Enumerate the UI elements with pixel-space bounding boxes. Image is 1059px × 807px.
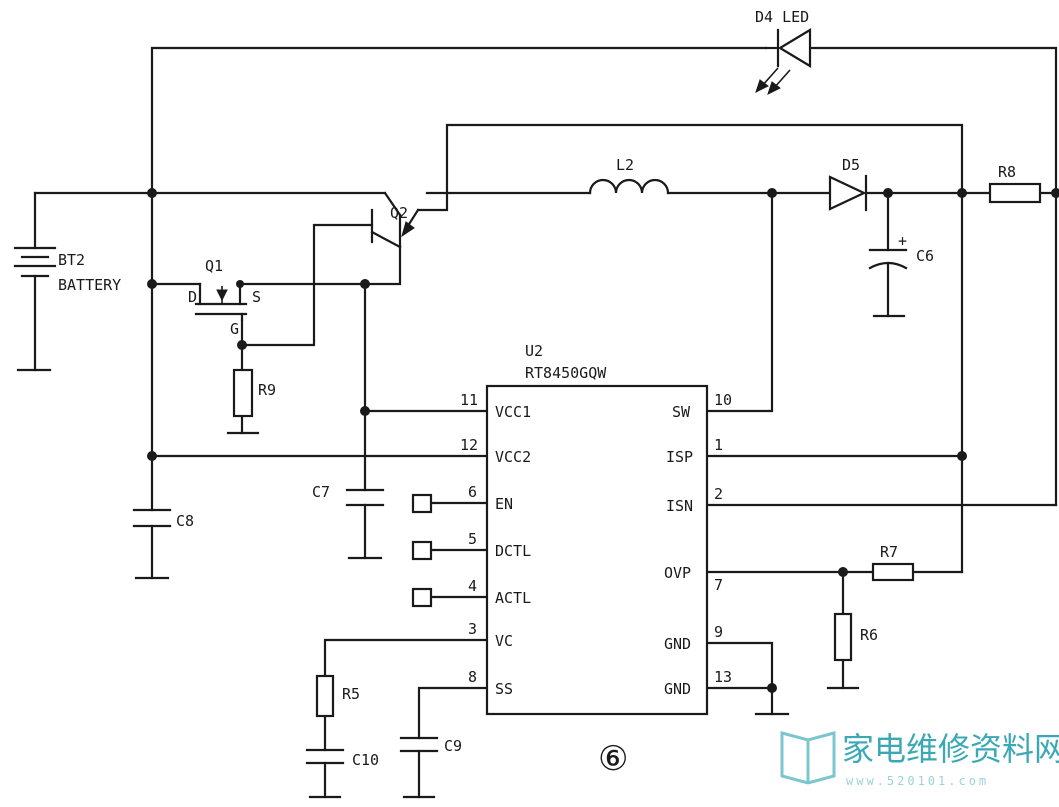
label-r5: R5 — [342, 685, 360, 703]
led-d4 — [755, 28, 812, 95]
label-q1-g: G — [230, 320, 239, 338]
label-c8: C8 — [176, 512, 194, 530]
capacitor-c9 — [399, 736, 439, 753]
ic-ref: U2 — [525, 342, 543, 360]
ic-part-number: RT8450GQW — [525, 364, 607, 382]
pin-num: 6 — [468, 483, 477, 501]
inductor-l2 — [588, 178, 670, 195]
watermark-text: 家电维修资料网 — [842, 730, 1059, 768]
pin-num: 2 — [714, 485, 723, 503]
resistor-r5 — [315, 674, 335, 718]
label-c10: C10 — [352, 751, 379, 769]
label-bt2-ref: BT2 — [58, 251, 85, 269]
capacitor-c6 — [868, 248, 908, 270]
pin-num: 7 — [714, 576, 723, 594]
pin-num: 5 — [468, 530, 477, 548]
label-r8: R8 — [998, 163, 1016, 181]
resistor-r9 — [232, 368, 254, 418]
pin-name: EN — [495, 495, 513, 513]
resistor-r6 — [833, 612, 853, 662]
pin-name: VCC1 — [495, 403, 531, 421]
label-bt2-name: BATTERY — [58, 276, 121, 294]
pin-num: 8 — [468, 668, 477, 686]
pin-name: SW — [672, 403, 691, 421]
pin-box-en — [411, 493, 433, 514]
capacitor-c10 — [305, 748, 345, 765]
book-logo-icon — [780, 731, 836, 785]
junction-dots — [147, 188, 1059, 693]
pin-name: ACTL — [495, 589, 531, 607]
pin-num: 9 — [714, 623, 723, 641]
label-d5: D5 — [842, 156, 860, 174]
label-r7: R7 — [880, 543, 898, 561]
pin-name: ISP — [666, 448, 693, 466]
watermark-url: www.520101.com — [846, 774, 989, 788]
pin-num: 4 — [468, 577, 477, 595]
battery-bt2 — [13, 246, 57, 278]
watermark: 家电维修资料网 www.520101.com — [780, 730, 1059, 788]
pin-num: 11 — [460, 391, 478, 409]
pin-name: ISN — [666, 497, 693, 515]
pin-name: DCTL — [495, 542, 531, 560]
pin-num: 12 — [460, 436, 478, 454]
pin-name: SS — [495, 680, 513, 698]
pin-name: GND — [664, 635, 691, 653]
capacitor-c7 — [345, 488, 385, 507]
label-q1: Q1 — [205, 257, 223, 275]
label-q1-s: S — [252, 288, 261, 306]
capacitor-c8 — [132, 508, 172, 528]
transistor-q2 — [370, 191, 420, 249]
pin-name: GND — [664, 680, 691, 698]
figure-number: ⑥ — [598, 739, 628, 779]
pin-name: OVP — [664, 564, 691, 582]
diode-d5 — [828, 174, 868, 212]
pin-box-dctl — [411, 540, 433, 561]
label-c9: C9 — [444, 737, 462, 755]
resistor-r8 — [988, 182, 1042, 204]
label-r6: R6 — [860, 626, 878, 644]
label-c7: C7 — [312, 483, 330, 501]
ic-u2-body — [485, 384, 709, 716]
pin-box-actl — [411, 587, 433, 608]
pin-num: 10 — [714, 391, 732, 409]
label-l2: L2 — [616, 156, 634, 174]
label-d4: D4 LED — [755, 8, 809, 26]
label-c6: C6 — [916, 247, 934, 265]
label-q1-d: D — [188, 288, 197, 306]
pin-name: VCC2 — [495, 448, 531, 466]
label-r9: R9 — [258, 381, 276, 399]
pin-num: 3 — [468, 620, 477, 638]
pin-name: VC — [495, 632, 513, 650]
mosfet-q1 — [194, 280, 248, 322]
pin-num: 13 — [714, 668, 732, 686]
resistor-r7 — [871, 562, 915, 582]
pin-num: 1 — [714, 436, 723, 454]
label-c6-polarity: + — [898, 232, 907, 250]
label-q2: Q2 — [390, 204, 408, 222]
